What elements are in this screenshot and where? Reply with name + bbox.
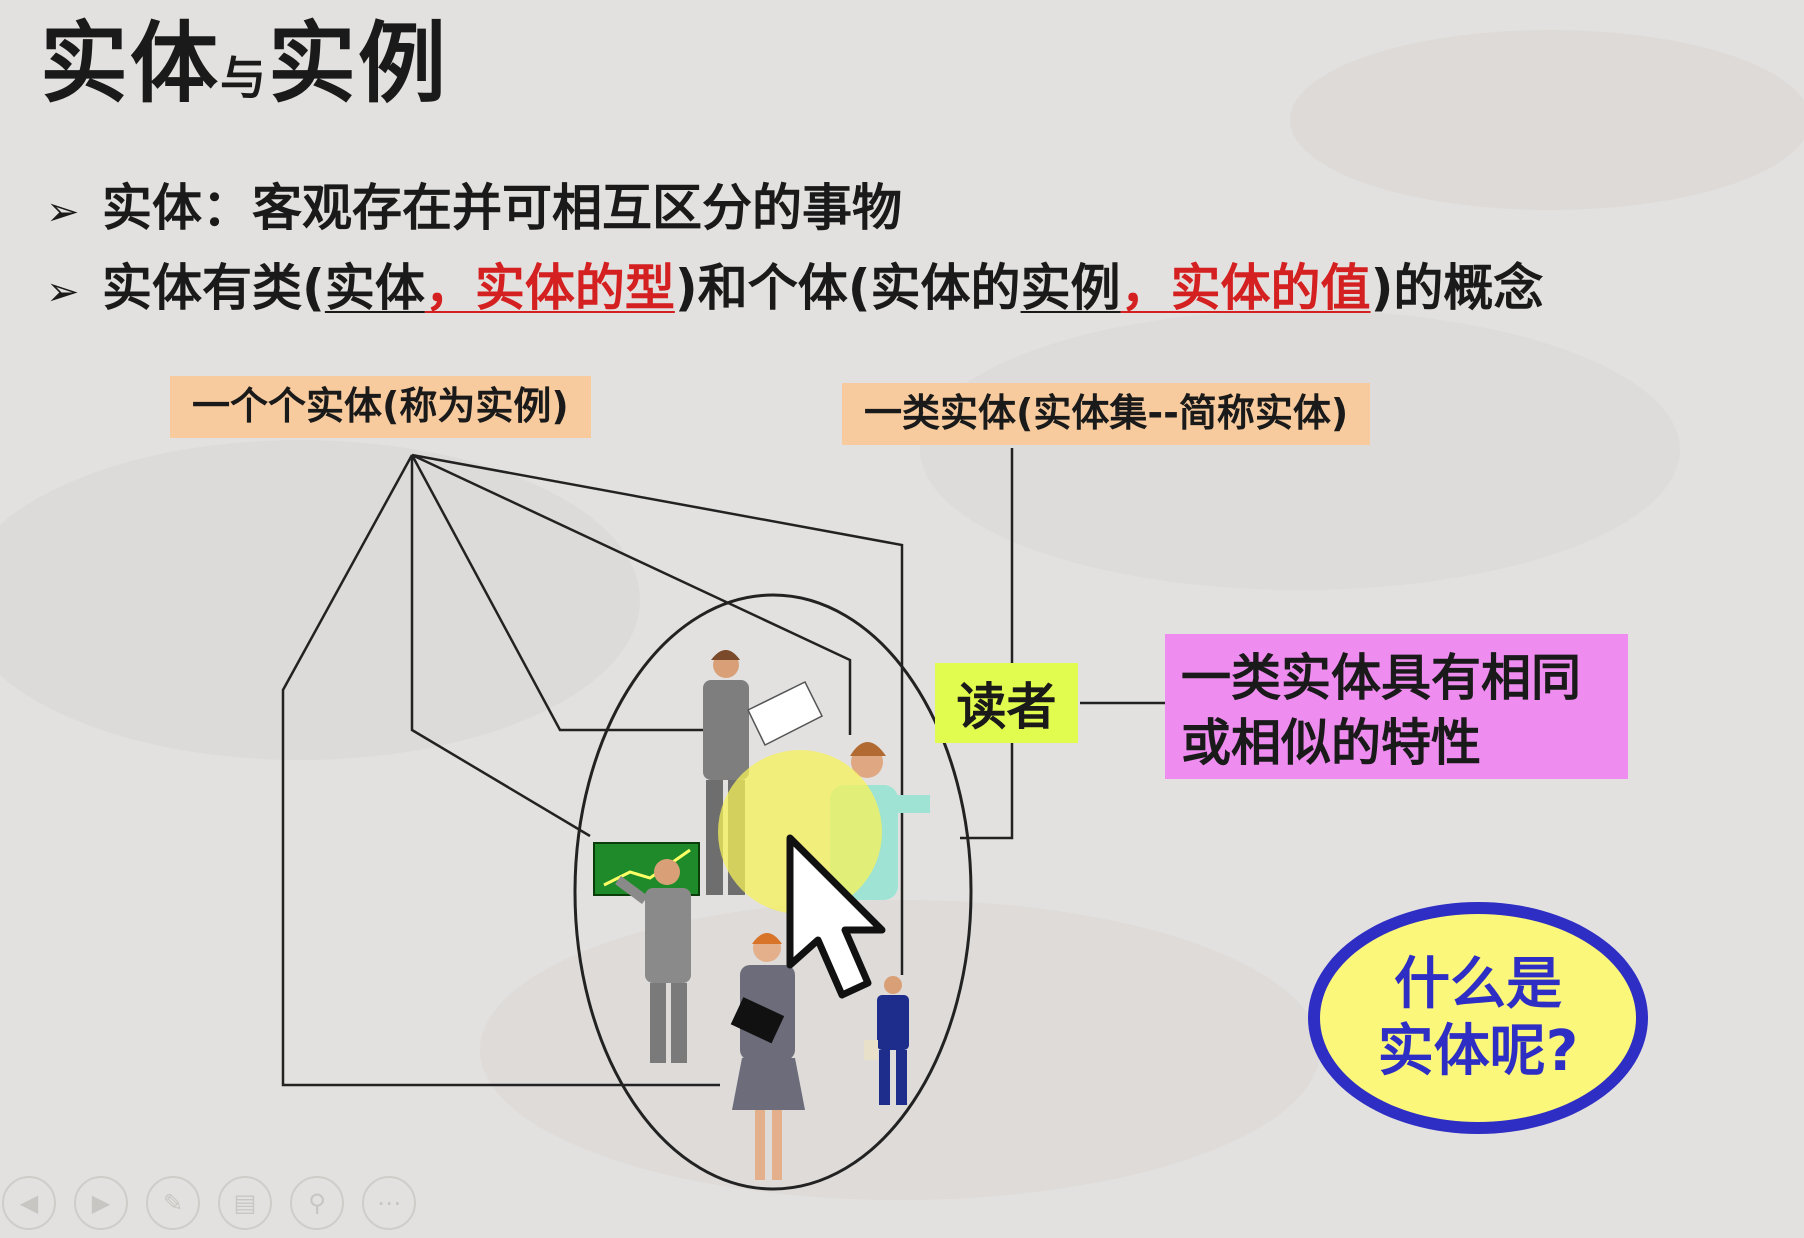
person-man-blue-suit [864, 976, 909, 1105]
slides-icon[interactable]: ▤ [218, 1176, 272, 1230]
bullet-entity-definition: ➢实体：客观存在并可相互区分的事物 [46, 179, 902, 237]
mouse-pointer-icon [786, 834, 886, 999]
entity-set-ellipse [573, 593, 973, 1191]
previous-icon[interactable]: ◀ [2, 1176, 56, 1230]
question-bubble: 什么是 实体呢? [1308, 902, 1648, 1134]
cursor-highlight [718, 750, 882, 914]
similar-properties-box: 一类实体具有相同 或相似的特性 [1165, 634, 1628, 779]
label-entity-set: 一类实体(实体集--简称实体) [842, 383, 1371, 445]
connector-line [411, 453, 852, 735]
bullet-entity-concepts: ➢实体有类(实体，实体的型)和个体(实体的实例，实体的值)的概念 [46, 259, 1544, 317]
reader-label: 读者 [935, 663, 1078, 743]
connector-line [410, 454, 720, 732]
bullet-arrow-icon: ➢ [46, 188, 80, 235]
connector-line [410, 455, 591, 838]
label-instances: 一个个实体(称为实例) [170, 376, 591, 438]
bullet-arrow-icon: ➢ [46, 268, 80, 315]
person-presenter-with-chart [593, 842, 700, 1063]
slide-title: 实体与实例 [40, 12, 449, 115]
more-icon[interactable]: ⋯ [362, 1176, 416, 1230]
play-icon[interactable]: ▶ [74, 1176, 128, 1230]
zoom-icon[interactable]: ⚲ [290, 1176, 344, 1230]
title-connector: 与 [220, 51, 269, 105]
presentation-toolbar: ◀ ▶ ✎ ▤ ⚲ ⋯ [0, 1176, 416, 1230]
connector-line [411, 453, 904, 975]
person-woman-with-folder [730, 933, 805, 1180]
connector-line [281, 454, 720, 1087]
pen-icon[interactable]: ✎ [146, 1176, 200, 1230]
class-connector-line [960, 448, 1014, 840]
